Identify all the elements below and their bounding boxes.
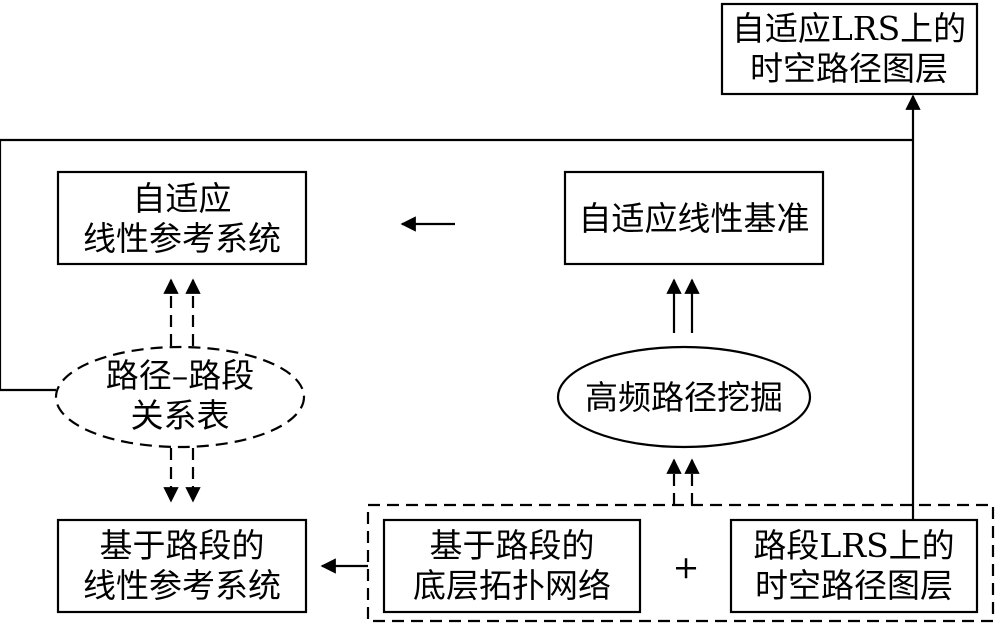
node-segment-lrs <box>56 518 308 614</box>
label-adaptive-datum: 自适应线性基准 <box>579 199 810 238</box>
label-adaptive-lrs-2: 线性参考系统 <box>83 219 281 258</box>
node-base-topology <box>382 518 642 614</box>
node-adaptive-datum <box>563 170 825 266</box>
label-segment-lrs-layer-2: 时空路径图层 <box>755 566 953 605</box>
label-lrs-layer-top-1: 自适应LRS上的 <box>732 9 966 48</box>
label-base-topology-1: 基于路段的 <box>430 526 595 565</box>
connector-feedback-loop <box>0 138 913 392</box>
label-base-topology-2: 底层拓扑网络 <box>413 566 611 605</box>
group-dashed-frame <box>366 503 995 623</box>
node-lrs-layer-top <box>720 2 979 96</box>
label-frequent-path-mining: 高频路径挖掘 <box>585 378 783 417</box>
label-path-segment-table-1: 路径–路段 <box>106 356 255 395</box>
node-segment-lrs-layer <box>729 518 979 614</box>
label-segment-lrs-1: 基于路段的 <box>100 526 265 565</box>
node-adaptive-lrs <box>56 170 308 266</box>
label-lrs-layer-top-2: 时空路径图层 <box>750 49 948 88</box>
label-segment-lrs-layer-1: 路段LRS上的 <box>753 526 954 565</box>
node-frequent-path-mining <box>556 345 812 449</box>
label-segment-lrs-2: 线性参考系统 <box>83 566 281 605</box>
label-adaptive-lrs-1: 自适应 <box>133 179 232 218</box>
plus-symbol: + <box>673 548 700 586</box>
node-path-segment-table <box>54 345 306 449</box>
label-path-segment-table-2: 关系表 <box>131 396 230 435</box>
